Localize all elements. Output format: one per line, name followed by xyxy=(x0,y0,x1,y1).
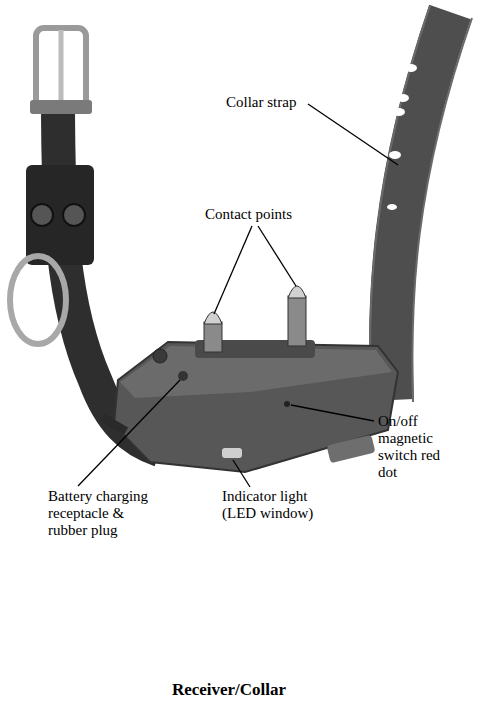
rivet xyxy=(31,204,53,226)
contact-post xyxy=(288,296,306,346)
leader-line xyxy=(78,380,180,486)
strap-hole xyxy=(405,64,417,72)
charging-plug xyxy=(153,349,167,363)
part-label: Indicator light (LED window) xyxy=(222,488,326,522)
buckle xyxy=(36,28,86,108)
strap-loop xyxy=(26,165,94,265)
part-label: Contact points xyxy=(205,206,325,223)
d-ring xyxy=(10,256,66,344)
part-label: On/off magnetic switch red dot xyxy=(378,413,458,481)
contact-tip xyxy=(288,286,306,298)
led-window xyxy=(222,448,242,458)
leader-line xyxy=(233,460,250,487)
charging-receptacle xyxy=(178,371,188,381)
strap-edge xyxy=(370,6,430,398)
nameplate xyxy=(327,435,376,464)
leader-line xyxy=(214,226,252,314)
strap-edge xyxy=(412,18,472,402)
red-dot xyxy=(284,401,290,407)
part-label: Collar strap xyxy=(226,94,336,111)
leader-line xyxy=(258,226,296,286)
receiver-body xyxy=(114,342,398,472)
strap-hole xyxy=(389,151,401,159)
leader-line xyxy=(291,405,374,421)
contact-tip xyxy=(204,312,222,324)
part-label: Battery charging receptacle & rubber plu… xyxy=(48,488,164,539)
leader-line xyxy=(308,104,398,165)
leader-lines xyxy=(78,104,398,487)
strap-keeper xyxy=(100,414,128,435)
rivet xyxy=(63,204,85,226)
strap-hole xyxy=(393,108,405,116)
figure-caption: Receiver/Collar xyxy=(0,680,458,700)
collar-strap xyxy=(391,12,450,400)
strap-hole xyxy=(397,94,409,102)
strap-hole xyxy=(387,204,397,210)
buckle-tongue xyxy=(59,30,64,108)
buckle-bar xyxy=(30,100,92,114)
contact-post xyxy=(204,322,222,352)
